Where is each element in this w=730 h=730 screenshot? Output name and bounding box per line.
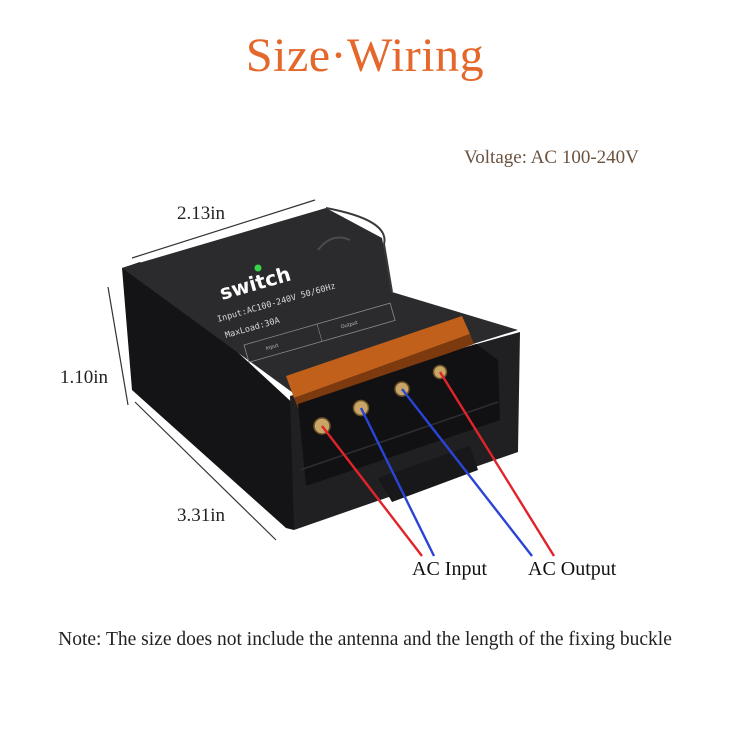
ac-output-label: AC Output <box>528 558 617 580</box>
voltage-spec: Voltage: AC 100-240V <box>464 147 639 168</box>
status-led <box>254 264 262 272</box>
ac-input-label: AC Input <box>412 558 487 580</box>
terminal-input-text: Input <box>265 343 279 352</box>
terminal-output-text: Output <box>340 320 358 331</box>
wires <box>321 371 556 557</box>
page-title: Size·Wiring <box>245 29 485 82</box>
size-note: Note: The size does not include the ante… <box>58 629 672 650</box>
wire-input-red <box>321 425 423 557</box>
width-dimension: 2.13in <box>177 203 226 224</box>
pair-button <box>317 236 351 251</box>
height-dimension-line <box>107 286 129 406</box>
terminal-block <box>298 344 500 486</box>
terminal-cover <box>286 316 470 398</box>
width-dimension-line <box>131 199 316 259</box>
wire-input-blue <box>359 407 436 557</box>
mounting-buckle <box>378 446 478 502</box>
module-left-face <box>122 262 298 530</box>
wire-output-red <box>438 371 556 557</box>
wire-output-blue <box>401 388 533 557</box>
depth-dimension: 3.31in <box>177 505 226 526</box>
depth-dimension-line <box>134 401 277 541</box>
height-dimension: 1.10in <box>60 367 109 388</box>
terminal-screws <box>313 364 448 435</box>
